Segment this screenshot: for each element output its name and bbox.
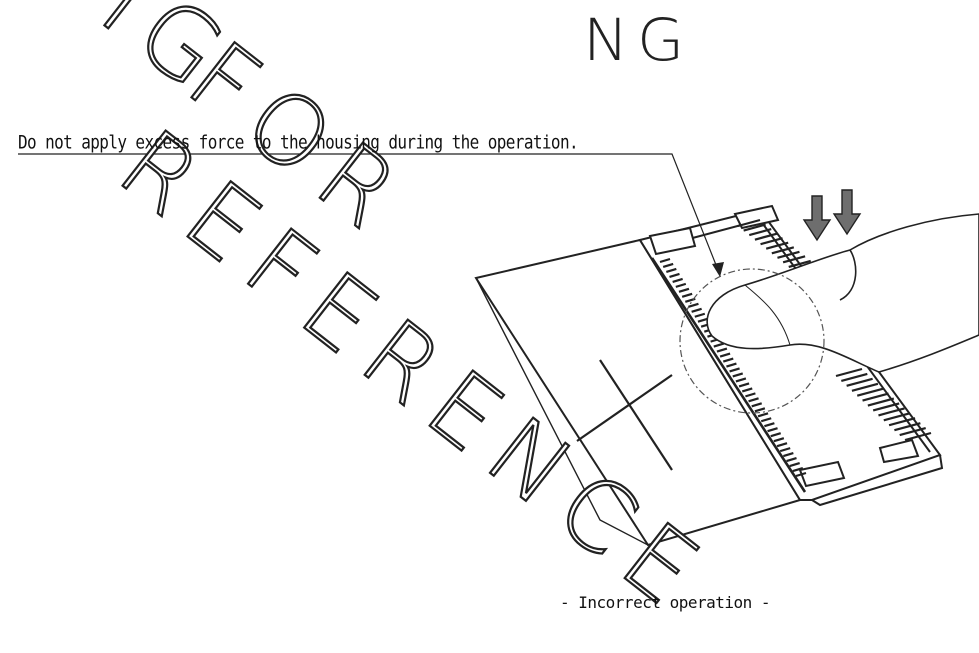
contact-pin [722,357,734,363]
contact-pin [694,312,706,318]
contact-pin [729,367,740,373]
contact-pin [767,427,778,433]
connector-housing [638,204,944,507]
contact-pin [757,412,769,418]
contact-pin [862,392,889,402]
contact-pin [754,232,778,241]
contact-pin [792,466,804,473]
warning-note: Do not apply excess force to the housing… [18,131,579,153]
contact-pin [669,272,680,278]
contact-pin [719,352,731,358]
contact-pin [745,392,756,398]
finger [706,213,979,373]
contact-pin [697,317,709,323]
contact-pin [867,397,895,407]
leader-arrowhead [712,262,724,277]
contact-pin [735,377,747,383]
contact-pin [782,255,806,264]
contact-pin [851,382,879,392]
contact-pin [732,372,744,378]
contact-pin [741,387,753,393]
contact-pin [754,407,766,413]
contact-pin [675,282,687,288]
contact-pin [738,382,750,388]
contact-pin [688,302,699,308]
contact-pin [883,412,911,422]
contact-pin [872,402,900,412]
contact-pin [716,347,728,353]
contact-pin [748,228,772,237]
contact-pin [779,447,791,453]
contact-pin [691,307,702,313]
contact-pin [856,387,884,397]
contact-pin [662,262,674,269]
diagram-canvas: IG FOR REFERENCE NG Do not apply excess … [18,0,979,637]
figure-caption: - Incorrect operation - [560,593,771,612]
contact-pin [760,237,783,246]
contact-pin [751,402,763,408]
contact-pin [776,442,788,448]
contact-pin [783,452,794,458]
contact-pin [659,257,671,264]
contact-pin [672,277,683,283]
contact-pin [795,471,807,478]
contact-pin [841,372,868,382]
contact-pin [748,397,759,403]
contact-pin [888,417,916,427]
contact-pin [678,287,690,293]
contact-pin [789,461,800,468]
contact-pin [788,259,812,268]
contact-pin [770,432,782,438]
contact-pin [713,342,725,348]
contact-pin [878,407,905,417]
contact-pin [894,422,921,432]
contact-pin [846,377,873,387]
leader-line [18,153,721,276]
contact-pin [899,427,926,437]
contact-pin [760,417,772,423]
down-arrow-icon [802,195,832,242]
contact-pin [771,246,795,255]
contact-pin [743,223,766,232]
contact-pin [835,367,863,378]
contact-pin [773,437,785,443]
page-title: NG [583,6,693,74]
contact-pin [777,250,800,259]
down-arrow-icon [832,189,862,236]
contact-pin [765,241,789,250]
contact-pin [726,362,737,368]
contact-pin [764,422,775,428]
contact-pin [786,457,797,463]
highlight-circle [679,268,825,414]
contact-pin [666,267,677,274]
contact-pin [904,431,932,442]
fpc-cable [474,238,802,547]
contact-pin [737,218,761,228]
connector-illustration [18,153,979,547]
contact-pin [681,292,693,298]
